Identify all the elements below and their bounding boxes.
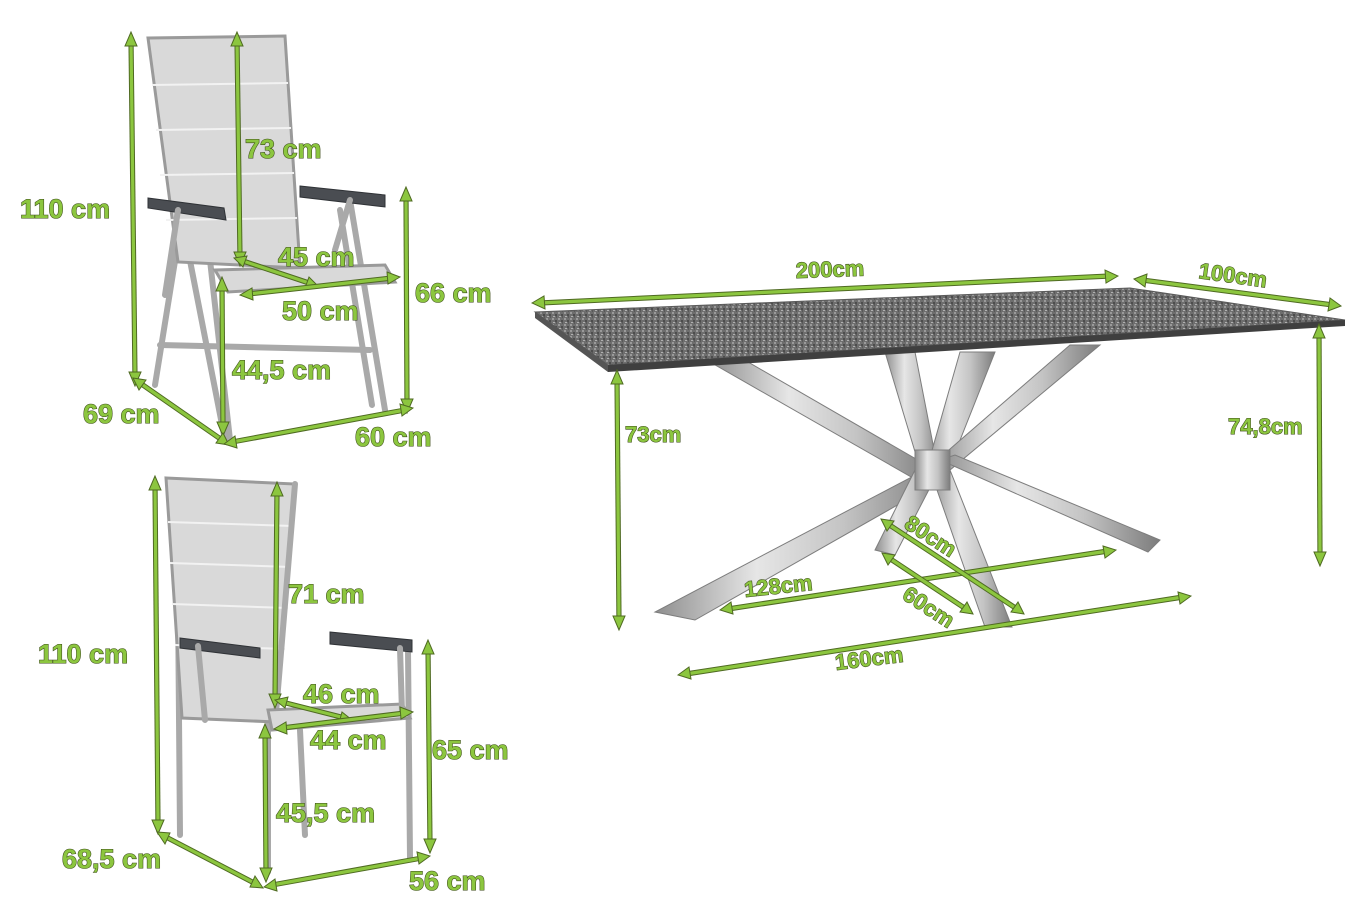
chair1-width-arrow (222, 403, 415, 449)
table-height-arrow (610, 368, 626, 632)
chair2-height-arrow (148, 474, 165, 836)
tabletop-edge (608, 320, 1345, 372)
chair-1-dimension-arrows (124, 30, 415, 449)
chair1-seat-height-label: 44,5 cm (232, 355, 331, 385)
chair2-seat-depth-label: 46 cm (303, 679, 380, 709)
chair1-seat-height-arrow (215, 275, 230, 438)
chair1-backrest-arrow (230, 30, 247, 268)
table-length-arrow (530, 269, 1120, 310)
table-node (914, 449, 951, 491)
chair2-arm-height-label: 65 cm (432, 735, 509, 765)
chair2-width-label: 56 cm (409, 866, 486, 896)
chair1-height-arrow (124, 30, 142, 388)
chair-2-dimension-arrows (148, 474, 437, 892)
chair1-seat-depth-label: 45 cm (278, 242, 355, 272)
chair2-depth-label: 68,5 cm (62, 844, 161, 874)
chair2-backrest-arrow (268, 480, 284, 710)
table-illustration (533, 287, 1346, 628)
table-height-label: 73cm (625, 422, 681, 447)
tabletop-edge-left (535, 312, 608, 372)
chair1-arm-height-label: 66 cm (415, 278, 492, 308)
chair1-depth-arrow (132, 377, 230, 446)
table-base-length-arrow (676, 591, 1193, 680)
table-dimension-arrows (530, 269, 1343, 680)
chair2-seat-depth-arrow (273, 696, 354, 724)
chair2-height-label: 110 cm (38, 639, 128, 669)
table-width-arrow (1132, 273, 1343, 312)
chair2-backrest-label: 71 cm (288, 579, 365, 609)
chair-2-labels: 110 cm 71 cm 46 cm 44 cm 65 cm 45,5 cm 6… (37, 578, 509, 896)
chair2-arm-height-arrow (421, 638, 437, 855)
chair1-seat-width-arrow (238, 271, 402, 301)
table-leg-diag-b-arrow (881, 552, 974, 615)
chair2-seat-width-arrow (272, 706, 415, 735)
chair1-backrest-label: 73 cm (245, 134, 322, 164)
chair1-depth-label: 69 cm (83, 399, 160, 429)
table-height-corner-label: 74,8cm (1228, 414, 1303, 439)
chair1-height-label: 110 cm (20, 194, 110, 224)
chair-2-illustration (164, 476, 413, 875)
table-leg-diag-a-arrow (880, 518, 1025, 615)
chair2-depth-arrow (156, 831, 264, 889)
chair2-seat-height-arrow (258, 722, 273, 884)
chair2-seat-width-label: 44 cm (310, 725, 387, 755)
chair1-seat-width-label: 50 cm (282, 296, 359, 326)
table-leg-diag-b-label: 60cm (898, 581, 959, 633)
table-length-label: 200cm (795, 256, 864, 283)
chair2-seat-height-label: 45,5 cm (276, 798, 375, 828)
table-base-length-label: 160cm (834, 642, 905, 675)
chair1-width-label: 60 cm (355, 422, 432, 452)
chair-1-illustration (146, 34, 398, 443)
table-height-corner-arrow (1312, 322, 1327, 568)
chair2-width-arrow (262, 851, 432, 892)
chair1-arm-height-arrow (399, 185, 414, 415)
chair-1-labels: 110 cm 73 cm 45 cm 50 cm 66 cm 44,5 cm 6… (19, 133, 492, 452)
